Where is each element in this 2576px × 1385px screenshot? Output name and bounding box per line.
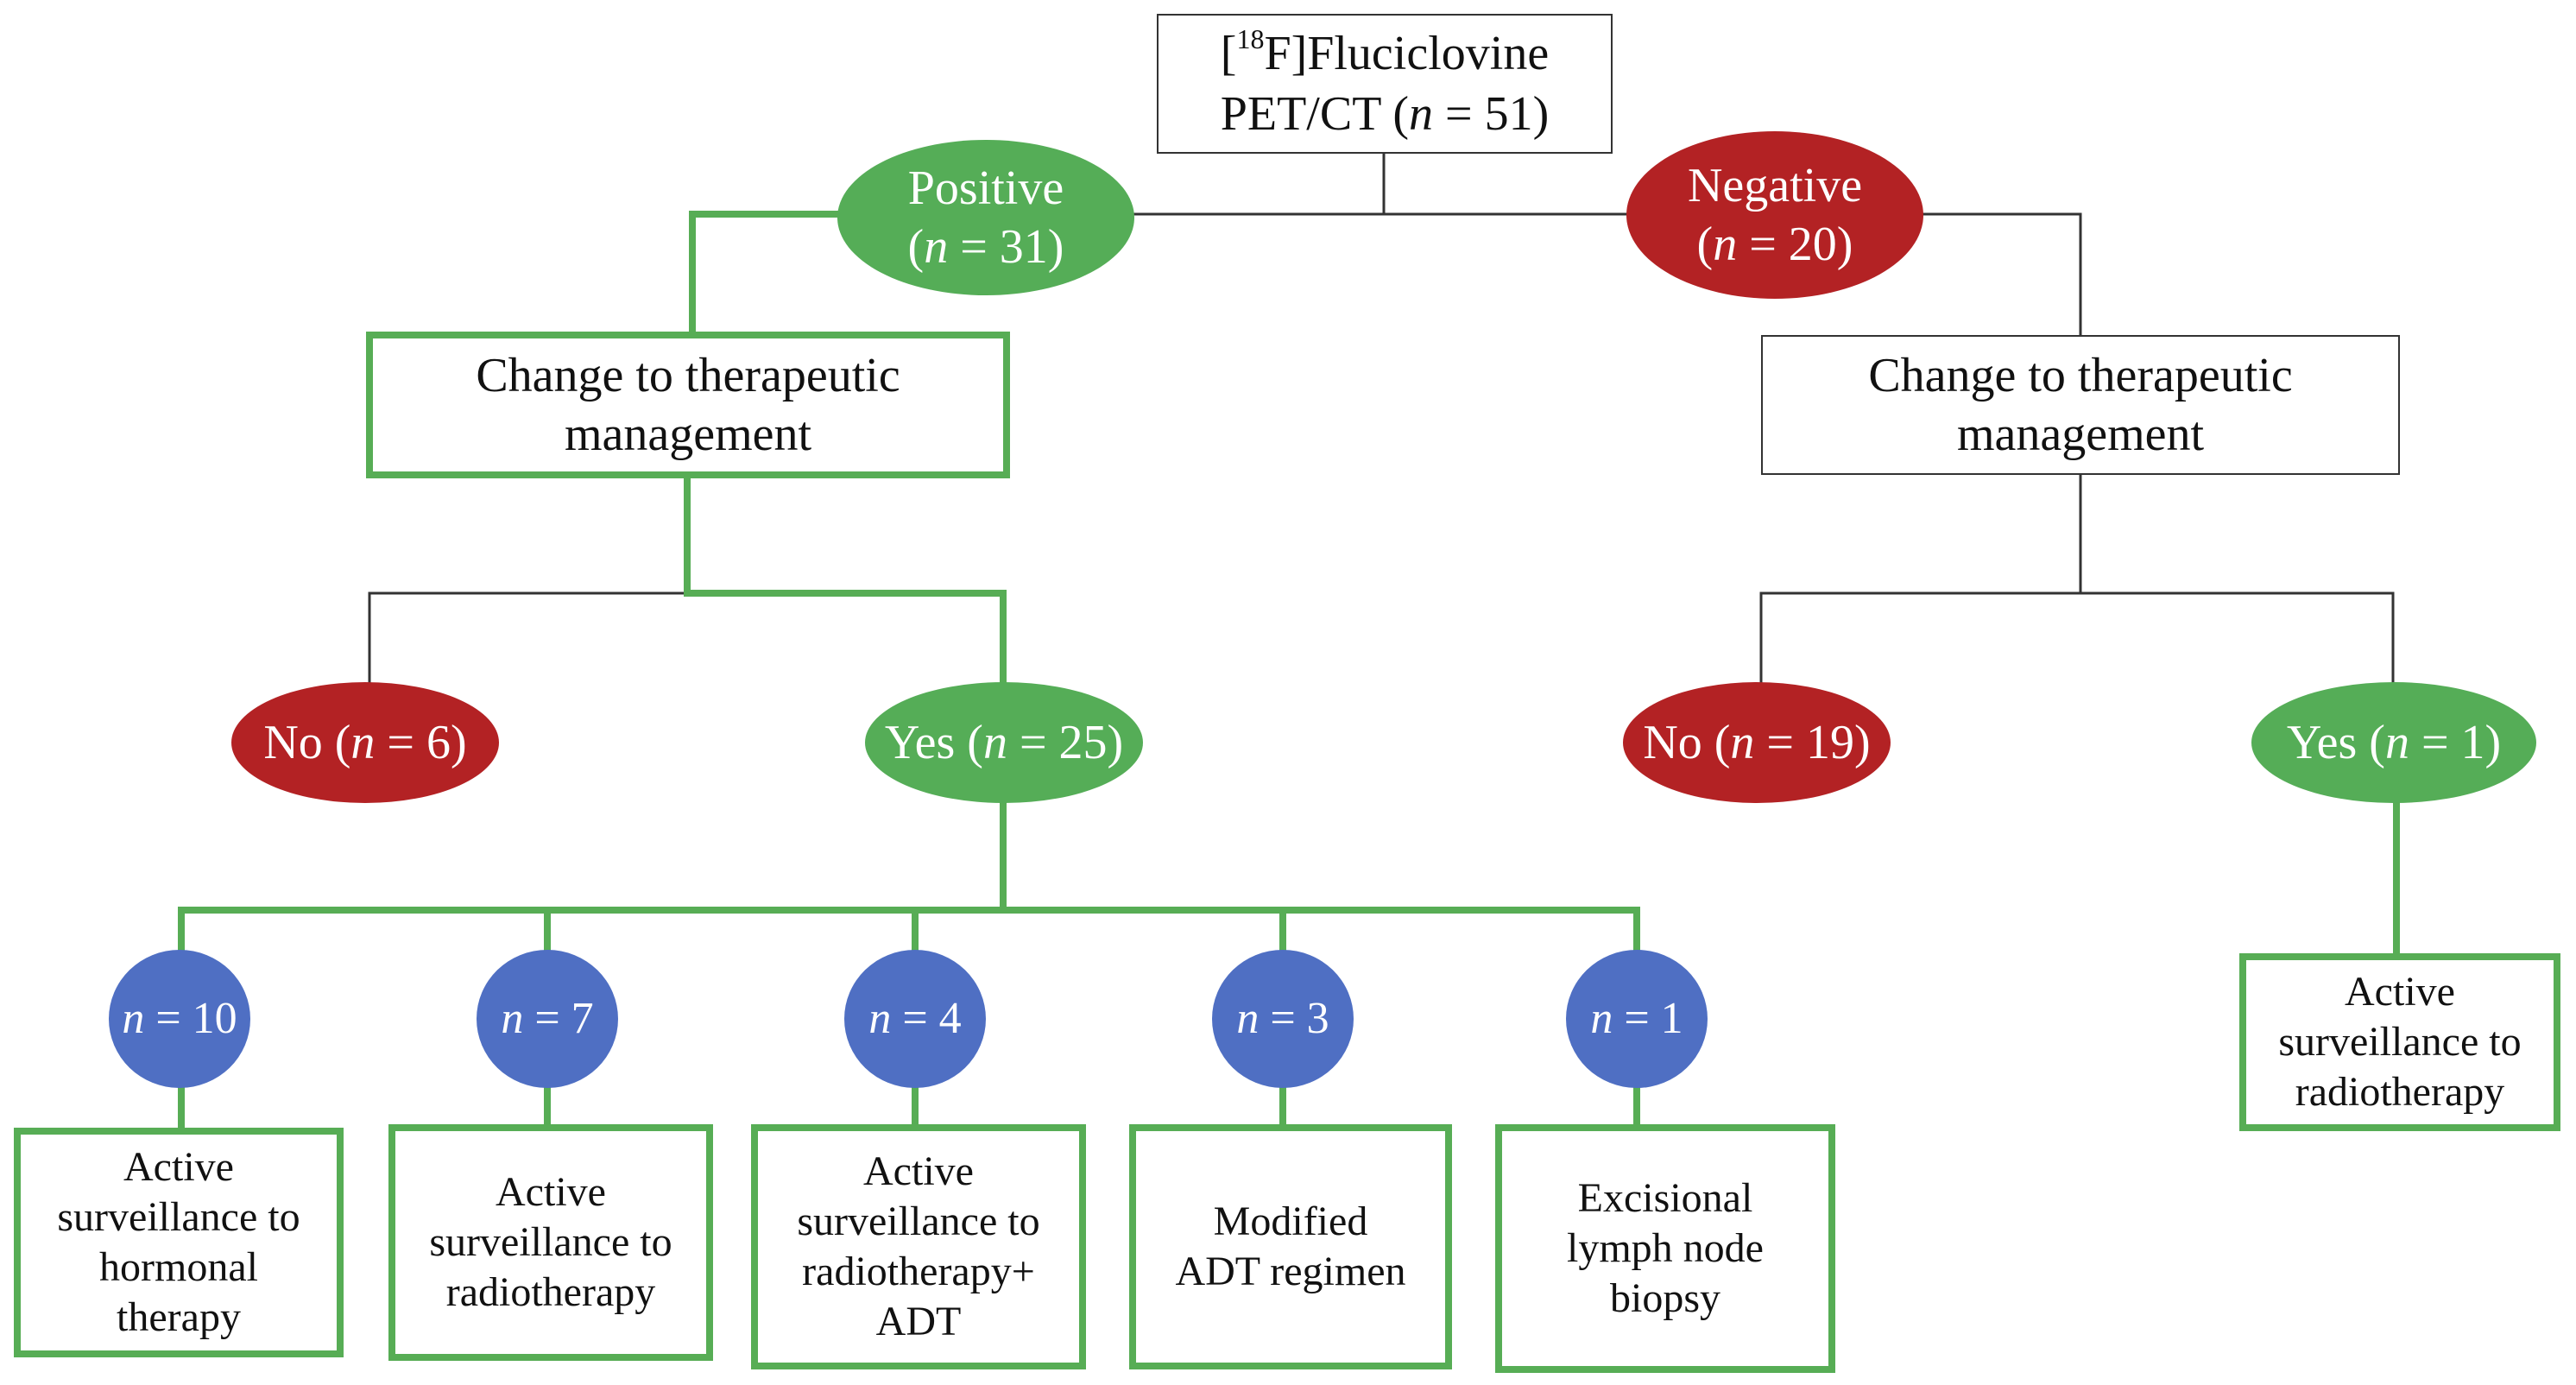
left-change-label: Change to therapeutic management — [476, 349, 900, 461]
subgroup-circle-4: n = 3 — [1212, 950, 1354, 1088]
subgroup-circle-5: n = 1 — [1566, 950, 1708, 1088]
left-yes-label: Yes (n = 25) — [884, 716, 1124, 769]
positive-oval: Positive(n = 31) — [837, 140, 1134, 295]
subgroup-box-5-label: Excisional lymph node biopsy — [1567, 1175, 1764, 1321]
subgroup-circle-1: n = 10 — [109, 950, 250, 1088]
subgroup-box-4: Modified ADT regimen — [1129, 1124, 1452, 1369]
negative-label: Negative(n = 20) — [1687, 159, 1863, 271]
right-yes-label: Yes (n = 1) — [2286, 716, 2502, 769]
connector-subgroup-bar — [178, 907, 1640, 953]
subgroup-box-4-label: Modified ADT regimen — [1175, 1198, 1406, 1294]
connector-positive-to-change — [689, 211, 841, 342]
subgroup-box-3: Active surveillance to radiotherapy+ ADT — [751, 1124, 1086, 1369]
right-change-label: Change to therapeutic management — [1868, 349, 2293, 461]
subgroup-box-3-label: Active surveillance to radiotherapy+ ADT — [797, 1148, 1040, 1344]
left-no-label: No (n = 6) — [263, 716, 467, 769]
right-outcome-label: Active surveillance to radiotherapy — [2278, 969, 2522, 1115]
subgroup-circle-2: n = 7 — [477, 950, 618, 1088]
negative-oval: Negative(n = 20) — [1626, 131, 1923, 299]
subgroup-box-1-label: Active surveillance to hormonal therapy — [57, 1144, 300, 1340]
subgroup-box-5: Excisional lymph node biopsy — [1495, 1124, 1835, 1373]
connector-right-split — [1759, 591, 2395, 684]
left-no-oval: No (n = 6) — [231, 682, 499, 803]
connector-root-bar — [1129, 212, 2082, 337]
right-yes-oval: Yes (n = 1) — [2251, 682, 2536, 803]
right-outcome-box: Active surveillance to radiotherapy — [2239, 953, 2560, 1131]
right-change-box: Change to therapeutic management — [1761, 335, 2400, 475]
left-change-box: Change to therapeutic management — [366, 332, 1010, 478]
subgroup-circle-3: n = 4 — [844, 950, 986, 1088]
connector-left-no — [368, 591, 692, 684]
left-yes-oval: Yes (n = 25) — [865, 682, 1143, 803]
connector-left-change-down — [684, 471, 1007, 686]
subgroup-box-2: Active surveillance to radiotherapy — [388, 1124, 713, 1361]
positive-label: Positive(n = 31) — [907, 161, 1064, 274]
subgroup-box-2-label: Active surveillance to radiotherapy — [429, 1169, 672, 1315]
right-no-label: No (n = 19) — [1643, 716, 1871, 769]
right-no-oval: No (n = 19) — [1623, 682, 1891, 803]
subgroup-box-1: Active surveillance to hormonal therapy — [14, 1128, 344, 1357]
